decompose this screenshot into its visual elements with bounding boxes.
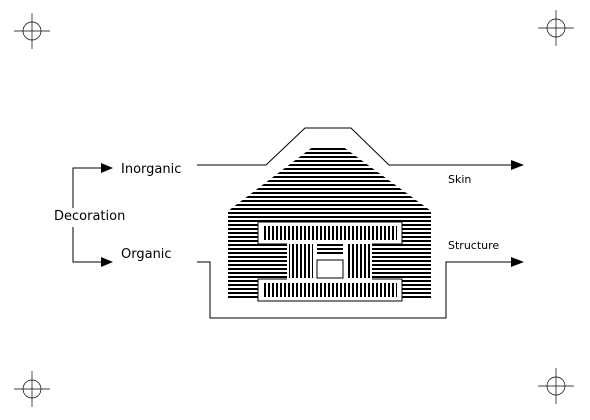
root-label-decoration: Decoration — [54, 209, 126, 224]
branch-label-organic: Organic — [121, 247, 172, 262]
crop-mark-bottom-right — [538, 368, 574, 404]
skin-line — [197, 127, 512, 166]
branch-label-inorganic: Inorganic — [121, 162, 182, 177]
arrowhead-inorganic — [101, 163, 113, 173]
arrowhead-structure — [511, 257, 524, 267]
window-grid — [287, 242, 372, 280]
crop-mark-top-left — [14, 13, 50, 49]
outcome-label-skin: Skin — [448, 173, 472, 186]
branch-connector — [72, 167, 102, 263]
arrowhead-organic — [101, 257, 113, 267]
structure-line — [197, 261, 512, 319]
crop-mark-top-right — [538, 10, 574, 46]
outcome-label-structure: Structure — [448, 239, 500, 252]
crop-mark-bottom-left — [14, 371, 50, 407]
arrowhead-skin — [511, 160, 524, 170]
